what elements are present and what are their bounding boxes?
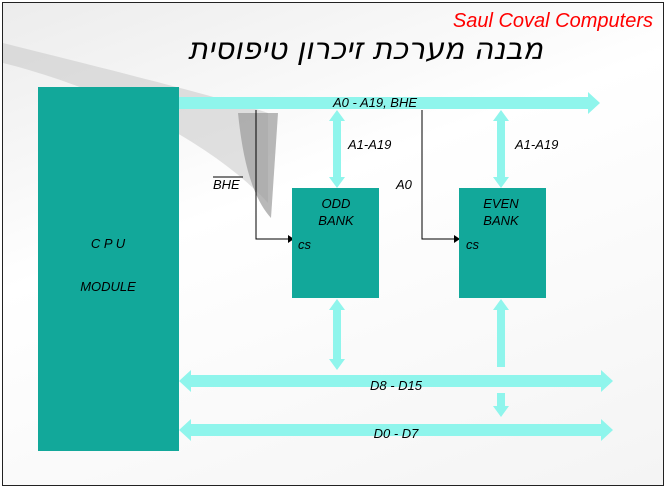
- slide: Saul Coval Computers מבנה מערכת זיכרון ט…: [2, 2, 664, 486]
- even-bank-sublabel: BANK: [483, 213, 520, 228]
- even-bank-label: EVEN: [483, 196, 519, 211]
- odd-data-arrow: [329, 299, 345, 370]
- address-bus-label: A0 - A19, BHE: [332, 95, 417, 110]
- bhe-label: BHE: [213, 177, 240, 192]
- even-data-top-arrow: [493, 299, 509, 367]
- data-bus-high-label: D8 - D15: [370, 378, 423, 393]
- odd-cs-label: cs: [298, 237, 312, 252]
- data-bus-low-label: D0 - D7: [374, 426, 420, 441]
- even-data-bottom-arrow: [493, 393, 509, 417]
- odd-addr-arrow: [329, 110, 345, 188]
- a0-line: [422, 110, 454, 239]
- odd-bank-label: ODD: [322, 196, 351, 211]
- memory-diagram: Saul Coval Computers מבנה מערכת זיכרון ט…: [3, 3, 664, 486]
- brand-text: Saul Coval Computers: [453, 10, 653, 32]
- even-addr-label: A1-A19: [514, 137, 558, 152]
- cpu-label: C P U: [91, 236, 126, 251]
- even-cs-label: cs: [466, 237, 480, 252]
- slide-title: מבנה מערכת זיכרון טיפוסית: [188, 32, 543, 67]
- odd-bank-sublabel: BANK: [318, 213, 355, 228]
- module-label: MODULE: [80, 279, 136, 294]
- odd-addr-label: A1-A19: [347, 137, 391, 152]
- even-addr-arrow: [493, 110, 509, 188]
- a0-label: A0: [395, 177, 413, 192]
- cpu-module-block: [38, 87, 179, 451]
